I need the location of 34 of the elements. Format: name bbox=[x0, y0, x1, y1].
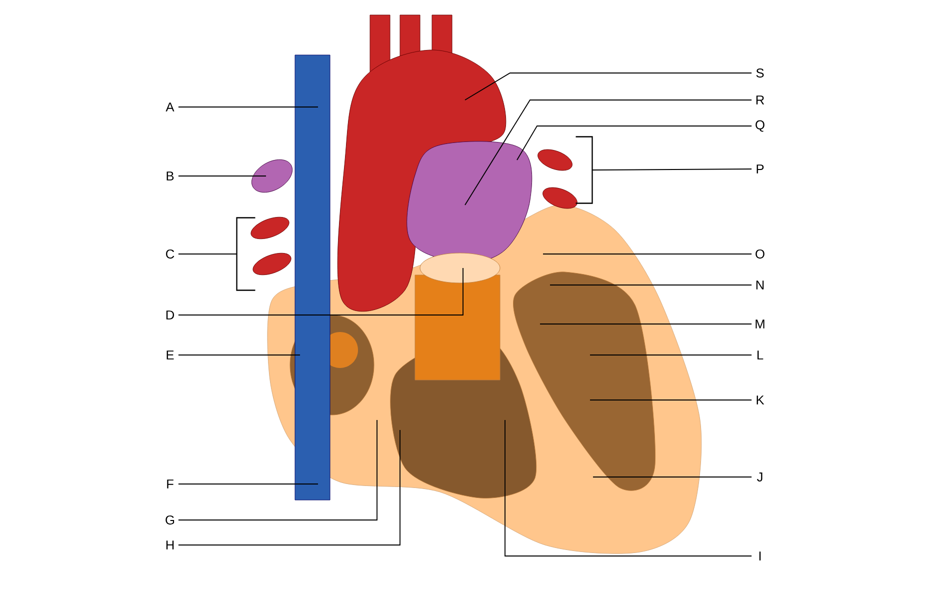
callout-letter: A bbox=[166, 102, 174, 112]
callout-letter: E bbox=[166, 350, 174, 360]
callout-letter: O bbox=[756, 249, 764, 259]
bracket bbox=[576, 136, 593, 204]
leader-line bbox=[178, 430, 400, 546]
callout-letter: R bbox=[756, 96, 764, 104]
leader-line bbox=[550, 284, 752, 286]
leader-line bbox=[178, 268, 464, 316]
callout-letter: G bbox=[166, 515, 174, 525]
callout-letter: I bbox=[759, 552, 761, 560]
callout-letter: S bbox=[756, 68, 764, 78]
callout-letter: K bbox=[756, 396, 764, 404]
callout-letter: L bbox=[758, 350, 764, 360]
callout-letter: Q bbox=[756, 120, 764, 132]
leader-line bbox=[516, 126, 752, 160]
callout-letter: D bbox=[166, 310, 174, 320]
callout-letter: M bbox=[756, 320, 764, 328]
callout-letter: B bbox=[166, 172, 174, 180]
leader-line bbox=[592, 476, 752, 478]
leader-line bbox=[464, 100, 752, 206]
leader-line bbox=[178, 106, 318, 108]
callout-letter: P bbox=[756, 164, 764, 174]
callout-letter: J bbox=[757, 472, 762, 482]
leader-line bbox=[504, 420, 752, 556]
callout-letter: N bbox=[756, 280, 764, 290]
callout-letter: H bbox=[166, 540, 174, 550]
leader-line bbox=[592, 168, 752, 170]
bracket bbox=[236, 217, 256, 291]
callout-letter: F bbox=[167, 480, 174, 488]
callout-letter: C bbox=[166, 249, 174, 259]
leader-line bbox=[464, 72, 752, 100]
leader-line bbox=[178, 420, 378, 520]
leader-line bbox=[178, 354, 300, 356]
leader-line bbox=[590, 354, 752, 356]
